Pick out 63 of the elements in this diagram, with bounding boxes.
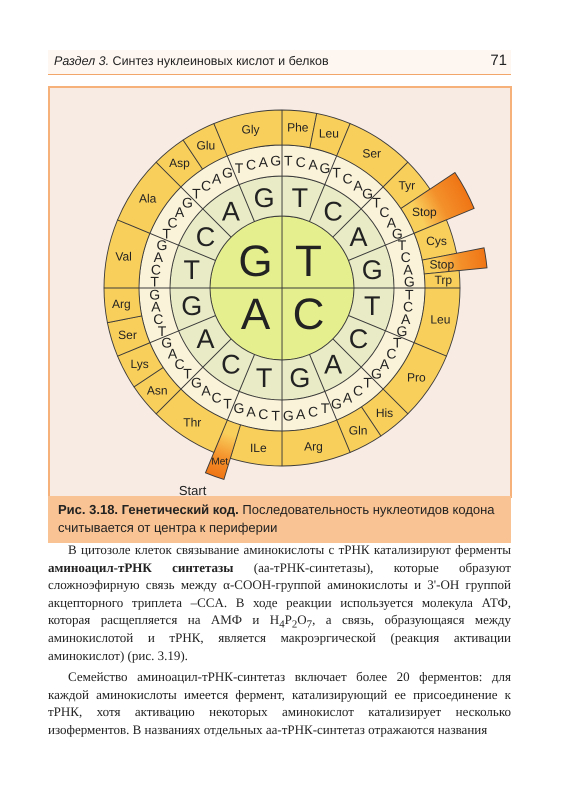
amino-acid-label: Gln: [348, 423, 368, 438]
amino-acid-label: Ser: [362, 146, 382, 161]
amino-acid-label: Lys: [130, 357, 149, 372]
base-letter: T: [292, 182, 308, 213]
amino-acid-sector: [282, 420, 351, 466]
base-letter: G: [362, 255, 383, 286]
base-letter: T: [295, 237, 322, 286]
body-paragraph: В цитозоле клеток связывание аминокислоты с тРНК катализируют ферменты аминоацил-тРНК синтетазы (аа-тРНК-синтетазы), которые образуют сложноэфирную связь между α-COOH-группой аминокислоты и 3'-OH группой акцепторного триплета –CCA. В ходе реакции используется молекула АТФ, которая расщепляется на АМФ и H$_{4}$P$_{2}$O$_{7}$, а связь, образующаяся между аминокислотой и тРНК, является макроэргической (реакция активации аминокислот) (рис. 3.19).: [48, 541, 511, 664]
amino-acid-label: Trp: [434, 273, 452, 288]
amino-acid-label: Stop: [412, 204, 437, 219]
amino-acid-sector: [422, 247, 488, 274]
amino-acid-label: Arg: [304, 439, 323, 454]
base-letter: G: [238, 237, 273, 286]
amino-acid-label: Cys: [426, 234, 447, 248]
amino-acid-sector: [205, 420, 241, 480]
amino-acid-label: His: [376, 406, 394, 420]
amino-acid-sector: [382, 162, 430, 209]
amino-acid-sector: [400, 172, 475, 234]
page-number: 71: [490, 52, 507, 69]
amino-acid-label: Ala: [139, 191, 156, 206]
base-letter: T: [256, 363, 272, 394]
amino-acid-sector: [106, 315, 150, 357]
base-letter: A: [240, 290, 270, 339]
amino-acid-label: Leu: [430, 312, 450, 326]
amino-acid-label: Leu: [318, 126, 339, 140]
amino-acid-label: ILe: [250, 440, 267, 455]
figure-caption: Рис. 3.18. Генетический код. Последовательность нуклеотидов кодона считывается от центра к периферии: [48, 496, 511, 543]
base-letter: G: [289, 363, 310, 394]
base-letter: G: [181, 290, 202, 321]
base-letter: C: [292, 290, 324, 339]
amino-acid-label: Stop: [429, 257, 454, 272]
base-letter: T: [364, 290, 380, 321]
base-letter: C: [196, 222, 216, 252]
codon-letters: TCAG: [234, 400, 280, 424]
amino-acid-label: Pro: [406, 370, 426, 385]
base-letter: A: [350, 222, 368, 252]
body-paragraph: Семейство аминоацил-тРНК-синтетаз включает более 20 ферментов: для каждой аминокислоты имеется фермент, катализирующий ее присоединение к тРНК, хотя активацию некоторых аминокислот катализирует несколько изоферментов. В названиях отдельных аа-тРНК-синтетаз отражаются названия: [48, 668, 511, 738]
amino-acid-sector: [230, 424, 282, 466]
amino-acid-label: Met: [211, 456, 228, 468]
amino-acid-sector: [309, 112, 351, 156]
codon-letters: TCAG: [234, 152, 282, 176]
codon-letters: TCAG: [282, 400, 330, 424]
base-letter: G: [254, 182, 275, 213]
amino-acid-label: Val: [115, 250, 132, 264]
base-letter: A: [196, 324, 214, 354]
amino-acid-label: Ser: [118, 328, 137, 342]
codon-letters: TCAG: [284, 152, 330, 176]
base-letter: T: [184, 255, 200, 286]
amino-acid-label: Gly: [242, 122, 260, 137]
amino-acid-label: Thr: [183, 415, 202, 430]
amino-acid-sector: [104, 288, 142, 324]
amino-acid-label: Phe: [287, 120, 308, 134]
amino-acid-sector: [414, 219, 458, 261]
amino-acid-label: Arg: [112, 296, 131, 311]
amino-acid-sector: [117, 342, 164, 388]
start-label: Start: [178, 482, 206, 496]
amino-acid-label: Asn: [146, 384, 168, 398]
base-letter: C: [348, 324, 368, 354]
amino-acid-label: Tyr: [398, 178, 416, 192]
codon-letters: TCAG: [372, 194, 403, 242]
amino-acid-label: Glu: [196, 138, 216, 153]
section-heading: Раздел 3. Синтез нуклеиновых кислот и белков: [54, 54, 329, 68]
amino-acid-label: Asp: [169, 156, 190, 170]
